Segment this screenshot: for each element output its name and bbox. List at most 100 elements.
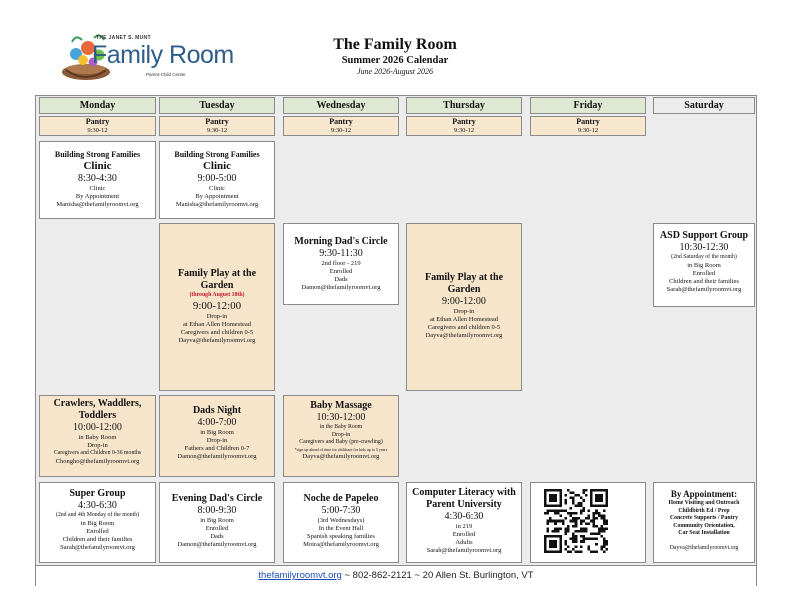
website-link[interactable]: thefamilyroomvt.org: [258, 570, 342, 581]
event-contact: Dayva@thefamilyroomvt.org: [425, 332, 503, 339]
event-tue-family-play-garden: Family Play at the Garden (through Augus…: [159, 223, 275, 391]
event-detail: in Big Room: [80, 519, 115, 527]
pantry-wednesday: Pantry 9:30-12: [283, 116, 399, 136]
event-detail: Clinic: [89, 185, 106, 192]
event-detail: Children and their families: [62, 535, 133, 543]
event-time: 10:00-12:00: [73, 422, 122, 433]
pantry-friday: Pantry 9:30-12: [530, 116, 646, 136]
pantry-label: Pantry: [576, 117, 600, 126]
event-time: 9:00-5:00: [197, 173, 237, 184]
event-service: Car Seat Installation: [678, 530, 730, 536]
footer: thefamilyroomvt.org ~ 802-862-2121 ~ 20 …: [36, 570, 756, 581]
day-header-tuesday: Tuesday: [159, 97, 275, 114]
event-contact: Damon@thefamilyroomvt.org: [301, 284, 381, 291]
event-footnote: *sign up ahead of time for childcare for…: [294, 446, 388, 452]
event-contact: Damon@thefamilyroomvt.org: [177, 453, 257, 460]
event-tue-evening-dads-circle: Evening Dad's Circle 8:00-9:30 in Big Ro…: [159, 482, 275, 563]
footer-separator: ~: [341, 570, 353, 581]
logo-sub-title: Parent-Child Center: [146, 72, 186, 77]
event-thu-family-play-garden: Family Play at the Garden 9:00-12:00 Dro…: [406, 223, 522, 391]
event-detail: Caregivers and children 0-5: [180, 328, 254, 336]
event-service: Home Visiting and Outreach: [668, 500, 740, 506]
event-contact: Dayva@thefamilyroomvt.org: [178, 336, 256, 344]
pantry-label: Pantry: [452, 117, 476, 126]
event-title: By Appointment:: [670, 489, 738, 499]
pantry-time: 9:30-12: [453, 127, 475, 134]
day-header-friday: Friday: [530, 97, 646, 114]
event-detail: In the Event Hall: [318, 525, 364, 532]
qr-code-cell: [530, 482, 646, 563]
event-contact: Sarah@thefamilyroomvt.org: [666, 285, 742, 293]
pantry-time: 9:30-12: [87, 127, 108, 134]
day-header-saturday: Saturday: [653, 97, 755, 114]
event-contact: Damon@thefamilyroomvt.org: [177, 541, 257, 548]
pantry-time: 9:30-12: [577, 127, 599, 134]
event-time: 8:30-4:30: [78, 173, 117, 184]
event-detail: (3rd Wednesdays): [317, 517, 365, 524]
event-time: 5:00-7:30: [321, 505, 361, 516]
event-detail: Enrolled: [205, 525, 229, 532]
event-contact: Chongho@thefamilyroomvt.org: [55, 457, 140, 465]
event-note: (2nd and 4th Monday of the month): [55, 512, 140, 518]
event-title: Building Strong Families: [174, 150, 260, 159]
event-detail: Caregivers and Baby (pre-crawling): [299, 439, 383, 445]
event-time: 4:30-6:30: [444, 511, 484, 522]
event-detail: Drop-in: [206, 312, 228, 320]
event-tue-dads-night: Dads Night 4:00-7:00 in Big Room Drop-in…: [159, 395, 275, 477]
event-detail: at Ethan Allen Homestead: [182, 320, 252, 328]
event-title: Building Strong Families: [54, 150, 141, 159]
day-header-monday: Monday: [39, 97, 156, 114]
qr-code-icon[interactable]: [544, 489, 608, 553]
pantry-monday: Pantry 9:30-12: [39, 116, 156, 136]
event-wed-noche-de-papeleo: Noche de Papeleo 5:00-7:30 (3rd Wednesda…: [283, 482, 399, 563]
event-time: 4:00-7:00: [197, 417, 237, 428]
event-contact: Manisha@thefamilyroomvt.org: [56, 201, 139, 208]
event-detail: in Big Room: [200, 517, 234, 524]
event-mon-super-group: Super Group 4:30-6:30 (2nd and 4th Monda…: [39, 482, 156, 563]
event-mon-bsf-clinic: Building Strong Families Clinic 8:30-4:3…: [39, 141, 156, 219]
event-tue-bsf-clinic: Building Strong Families Clinic 9:00-5:0…: [159, 141, 275, 219]
event-time: 10:30-12:30: [679, 242, 729, 253]
nest-logo-icon: [62, 34, 110, 80]
event-detail: Drop-in: [331, 431, 351, 438]
event-title: Family Play at the Garden: [177, 268, 257, 291]
pantry-tuesday: Pantry 9:30-12: [159, 116, 275, 136]
event-detail: Caregivers and Children 0-36 months: [53, 450, 142, 456]
logo: THE JANET S. MUNT Family Room Parent-Chi…: [58, 28, 234, 84]
event-detail: in the Baby Room: [319, 424, 363, 430]
page-title: The Family Room: [333, 36, 457, 53]
event-time: 9:30-11:30: [319, 248, 363, 259]
event-contact: Sarah@thefamilyroomvt.org: [60, 543, 135, 551]
event-time: 4:30-6:30: [78, 500, 117, 511]
pantry-thursday: Pantry 9:30-12: [406, 116, 522, 136]
event-contact: Dayva@thefamilyroomvt.org: [302, 452, 380, 460]
event-detail: Dads: [334, 276, 348, 283]
event-time: 9:00-12:00: [442, 296, 486, 307]
footer-phone: 802-862-2121: [352, 570, 412, 581]
event-detail: in Big Room: [687, 261, 721, 269]
event-wed-baby-massage: Baby Massage 10:30-12:00 in the Baby Roo…: [283, 395, 399, 477]
event-detail: Enrolled: [329, 268, 353, 275]
event-service: Childbirth Ed / Prep: [678, 507, 730, 514]
event-mon-crawlers-waddlers: Crawlers, Waddlers, Toddlers 10:00-12:00…: [39, 395, 156, 477]
event-title: Crawlers, Waddlers, Toddlers: [53, 398, 142, 421]
event-detail: By Appointment: [195, 193, 239, 200]
event-detail: Adults: [455, 539, 473, 546]
event-detail: Clinic: [209, 185, 225, 192]
event-detail: Drop-in: [206, 437, 228, 444]
event-title: Dads Night: [192, 405, 242, 416]
pantry-time: 9:30-12: [206, 127, 228, 134]
event-title: Morning Dad's Circle: [294, 236, 388, 247]
event-time: 10:30-12:00: [316, 412, 366, 423]
event-contact: Manisha@thefamilyroomvt.org: [175, 201, 259, 208]
logo-small-title: THE JANET S. MUNT: [96, 35, 151, 41]
event-detail: 2nd floor - 219: [321, 260, 361, 267]
event-service: Community Orientation,: [673, 522, 735, 529]
day-header-wednesday: Wednesday: [283, 97, 399, 114]
event-title: Super Group: [69, 488, 126, 499]
event-note: (through August 18th): [189, 292, 245, 298]
logo-big-title: Family Room: [92, 41, 234, 69]
event-thu-computer-literacy: Computer Literacy with Parent University…: [406, 482, 522, 563]
pantry-time: 9:30-12: [330, 127, 352, 134]
event-title: Computer Literacy with Parent University: [412, 487, 516, 510]
